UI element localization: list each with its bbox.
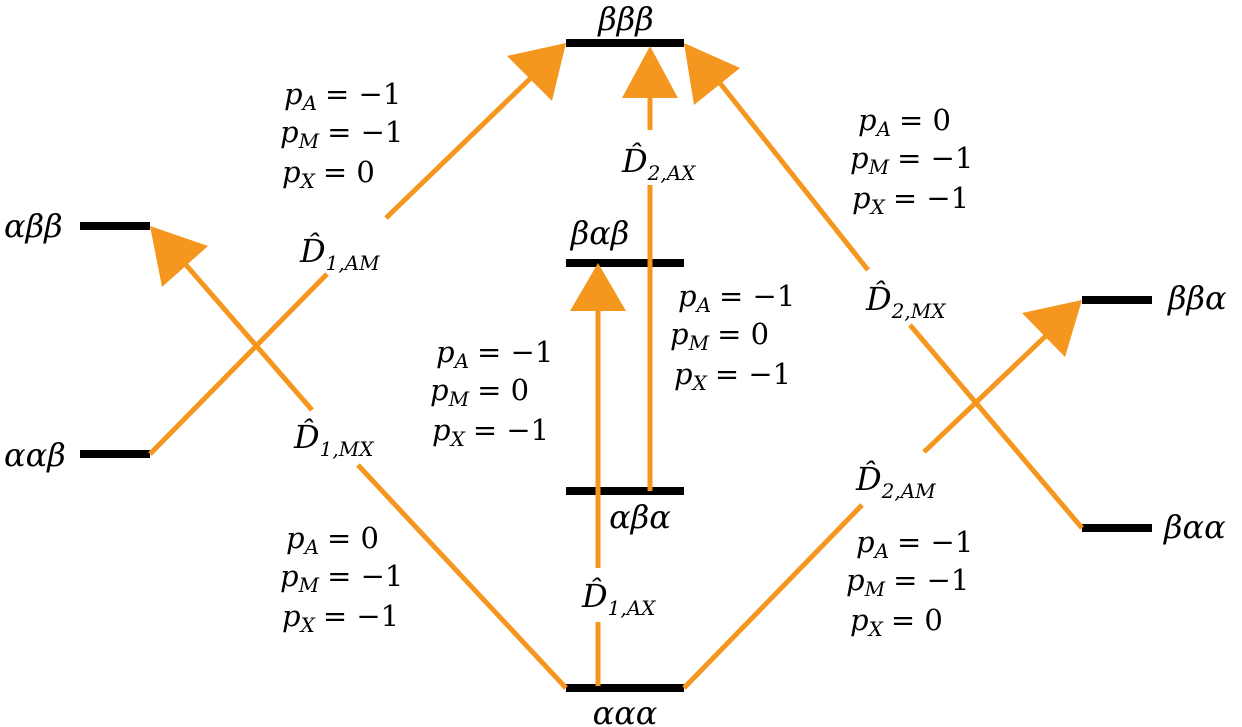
operator-d1-ax: D̂1,AX — [581, 577, 656, 620]
svg-text:pA= −1: pA= −1 — [436, 335, 553, 373]
transitions — [148, 43, 1084, 690]
arrowhead — [684, 43, 740, 105]
energy-levels — [80, 39, 1152, 692]
label-aaa: ααα — [593, 694, 658, 727]
label-abb: αββ — [4, 207, 63, 245]
arrowhead — [622, 46, 678, 98]
svg-text:pM= −1: pM= −1 — [850, 141, 973, 179]
label-bab: βαβ — [570, 214, 630, 252]
transition-d2-am — [682, 300, 1082, 690]
label-aba: αβα — [609, 498, 671, 536]
operator-d1-mx: D̂1,MX — [293, 418, 374, 461]
svg-text:pA= 0: pA= 0 — [286, 521, 379, 559]
svg-text:pX= 0: pX= 0 — [850, 603, 943, 641]
transition-d1-am — [148, 43, 566, 456]
operator-d2-mx: D̂2,MX — [865, 280, 946, 323]
svg-text:pX= −1: pX= −1 — [674, 357, 791, 395]
transition-d1-ax — [570, 263, 626, 686]
svg-text:pX= 0: pX= 0 — [282, 155, 375, 193]
operator-d1-am: D̂1,AM — [299, 232, 380, 275]
arrowhead — [570, 263, 626, 311]
svg-text:pA= 0: pA= 0 — [858, 103, 951, 141]
level-labels: ααα αβα βαβ βββ αββ ααβ ββα βαα — [4, 0, 1227, 727]
svg-text:pM= −1: pM= −1 — [280, 115, 403, 153]
condition-center-left: pA= −1 pM= 0 pX= −1 — [430, 335, 553, 451]
transition-d2-mx — [684, 43, 1084, 530]
svg-text:pM= 0: pM= 0 — [670, 317, 769, 355]
conditions: pA= −1 pM= −1 pX= 0 pA= 0 pM= −1 pX= −1 … — [280, 77, 973, 641]
label-aab: ααβ — [4, 436, 66, 474]
condition-lower-left: pA= 0 pM= −1 pX= −1 — [280, 521, 403, 637]
svg-text:pM= 0: pM= 0 — [430, 373, 529, 411]
svg-text:pA= −1: pA= −1 — [856, 525, 973, 563]
operator-d2-am: D̂2,AM — [855, 460, 936, 503]
arrowhead — [150, 226, 208, 287]
transition-d2-ax — [622, 46, 678, 491]
svg-text:pM= −1: pM= −1 — [846, 563, 969, 601]
label-bba: ββα — [1167, 279, 1227, 317]
svg-text:pX= −1: pX= −1 — [432, 413, 549, 451]
operator-d2-ax: D̂2,AX — [621, 142, 696, 185]
condition-center-right: pA= −1 pM= 0 pX= −1 — [670, 279, 795, 395]
svg-text:pX= −1: pX= −1 — [852, 181, 969, 219]
label-baa: βαα — [1163, 508, 1226, 546]
operator-labels: D̂1,AM D̂2,AX D̂1,AX D̂1,MX D̂2,MX D̂2,A… — [293, 142, 946, 620]
svg-text:pM= −1: pM= −1 — [280, 559, 403, 597]
condition-lower-right: pA= −1 pM= −1 pX= 0 — [846, 525, 973, 641]
svg-text:pX= −1: pX= −1 — [282, 599, 399, 637]
arrowhead — [507, 43, 566, 101]
transition-d1-mx — [150, 226, 568, 690]
arrowhead — [1022, 300, 1082, 357]
svg-text:pA= −1: pA= −1 — [678, 279, 795, 317]
svg-text:pA= −1: pA= −1 — [284, 77, 401, 115]
condition-upper-right: pA= 0 pM= −1 pX= −1 — [850, 103, 973, 219]
label-bbb: βββ — [597, 0, 654, 38]
condition-upper-left: pA= −1 pM= −1 pX= 0 — [280, 77, 403, 193]
